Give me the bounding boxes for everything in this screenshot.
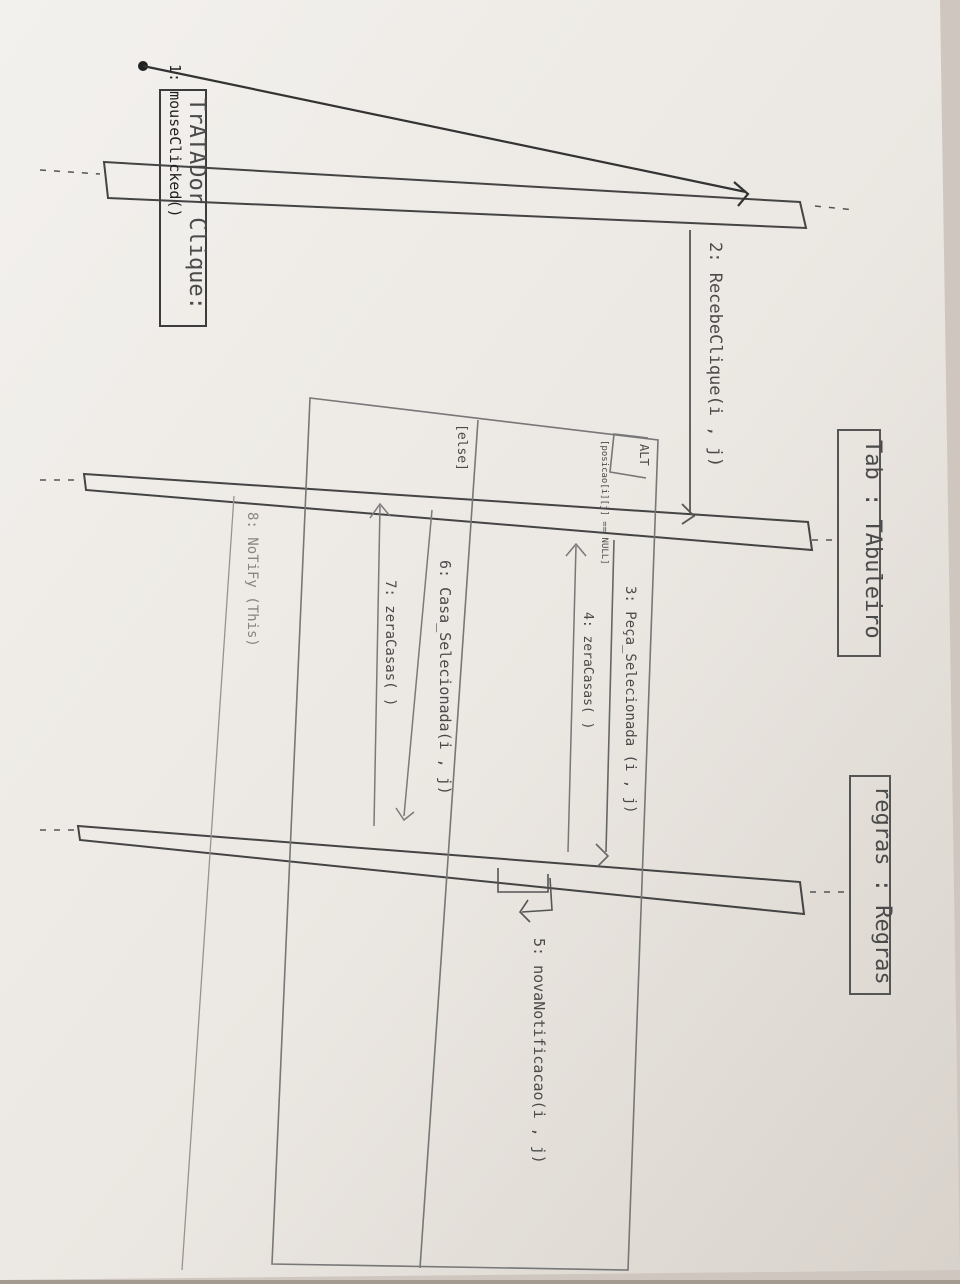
activations bbox=[76, 160, 814, 916]
message-3: 3: Peça_Selecionada (i , j) bbox=[595, 539, 638, 867]
lifeline-tratador bbox=[814, 205, 856, 211]
participant-tab: Tab : TAbuleiro bbox=[837, 429, 885, 657]
participant-box bbox=[159, 89, 207, 327]
arrowhead bbox=[395, 807, 415, 822]
alt-guard-else: [else] bbox=[454, 424, 469, 471]
message-arrow bbox=[521, 877, 553, 913]
message-arrow bbox=[605, 539, 615, 853]
lifeline-tratador-end bbox=[39, 169, 101, 175]
alt-fragment bbox=[271, 397, 659, 1271]
message-label: 5: novaNotificacao(i , j) bbox=[530, 938, 548, 1164]
message-5: 5: novaNotificacao(i , j) bbox=[497, 868, 553, 1164]
arrowhead bbox=[595, 843, 610, 867]
message-6: 6: Casa_Selecionada(i , j) bbox=[395, 509, 454, 822]
message-2: 2: RecebeClique(i , j) bbox=[681, 230, 725, 525]
activation-bar-tratador bbox=[102, 160, 808, 230]
participant-label: TrATADor Clique: bbox=[184, 98, 209, 310]
message-arrow bbox=[181, 495, 235, 1271]
participant-box bbox=[849, 775, 891, 995]
arrowhead bbox=[733, 181, 750, 207]
participant-label: Tab : TAbuleiro bbox=[860, 440, 885, 639]
arrowhead bbox=[681, 503, 696, 525]
alt-frame bbox=[271, 397, 659, 1271]
message-label: 6: Casa_Selecionada(i , j) bbox=[436, 560, 454, 795]
arrowhead bbox=[518, 899, 531, 923]
alt-else-divider bbox=[419, 419, 479, 1269]
alt-operator-tab bbox=[609, 433, 649, 479]
message-8: 8: NoTiFy (This) bbox=[181, 495, 260, 1271]
message-4: 4: zeraCasas( ) bbox=[565, 542, 595, 853]
alt-operator-label: ALT bbox=[637, 444, 651, 466]
participant-regras: regras : Regras bbox=[849, 775, 895, 995]
message-label: 3: Peça_Selecionada (i , j) bbox=[622, 586, 638, 814]
message-7: 7: zeraCasas( ) bbox=[369, 502, 398, 827]
message-label: 4: zeraCasas( ) bbox=[580, 612, 595, 729]
lifelines bbox=[39, 169, 856, 893]
arrowhead bbox=[565, 542, 587, 557]
message-1: 1: mouseClicked() bbox=[138, 61, 750, 218]
message-label: 7: zeraCasas( ) bbox=[382, 580, 398, 706]
activation-bar-regras bbox=[76, 824, 806, 916]
message-label: 2: RecebeClique(i , j) bbox=[705, 242, 725, 467]
participant-label: regras : Regras bbox=[870, 786, 895, 985]
message-arrow bbox=[403, 509, 433, 817]
arrowhead bbox=[369, 502, 391, 519]
alt-guard-if: [posicao[i][j] == NULL] bbox=[599, 440, 609, 565]
self-call-box bbox=[497, 868, 549, 893]
message-arrow bbox=[567, 545, 577, 853]
participant-tratador: TrATADor Clique: bbox=[159, 89, 209, 327]
participant-box bbox=[837, 429, 881, 657]
message-label: 8: NoTiFy (This) bbox=[244, 512, 260, 647]
message-arrow bbox=[373, 505, 381, 827]
message-label: 1: mouseClicked() bbox=[166, 64, 184, 218]
activation-bar-tab bbox=[82, 472, 814, 552]
message-arrow bbox=[142, 64, 747, 194]
